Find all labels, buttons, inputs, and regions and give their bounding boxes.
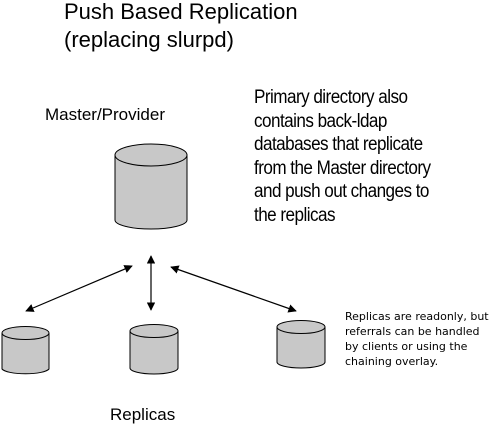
replica-database-icon	[276, 320, 326, 369]
replica-note-line: Replicas are readonly, but	[345, 310, 489, 323]
replicas-label: Replicas	[110, 405, 176, 424]
primary-note-line: Primary directory also	[254, 87, 408, 108]
replica-database-icon	[1, 326, 50, 375]
primary-directory-note: Primary directory also contains back-lda…	[254, 86, 475, 227]
primary-note-line: databases that replicate	[254, 134, 423, 155]
diagram-title: Push Based Replication (replacing slurpd…	[64, 0, 298, 54]
master-database-icon	[114, 143, 188, 230]
replica-note-line: chaining overlay.	[345, 355, 439, 368]
replication-arrow-left	[25, 265, 133, 312]
replica-note-line: referrals can be handled	[345, 325, 480, 338]
primary-note-line: contains back-ldap	[254, 110, 387, 132]
title-line-2: (replacing slurpd)	[64, 27, 234, 52]
replica-database-icon	[129, 324, 179, 375]
replica-note-line: by clients or using the	[345, 340, 468, 353]
primary-note-line: the replicas	[254, 204, 336, 226]
replication-arrow-right	[170, 265, 297, 313]
title-line-1: Push Based Replication	[64, 0, 298, 24]
master-provider-label: Master/Provider	[45, 105, 165, 124]
primary-note-line: and push out changes to	[254, 181, 429, 202]
replicas-readonly-note: Replicas are readonly, but referrals can…	[345, 309, 489, 369]
primary-note-line: from the Master directory	[254, 157, 431, 179]
